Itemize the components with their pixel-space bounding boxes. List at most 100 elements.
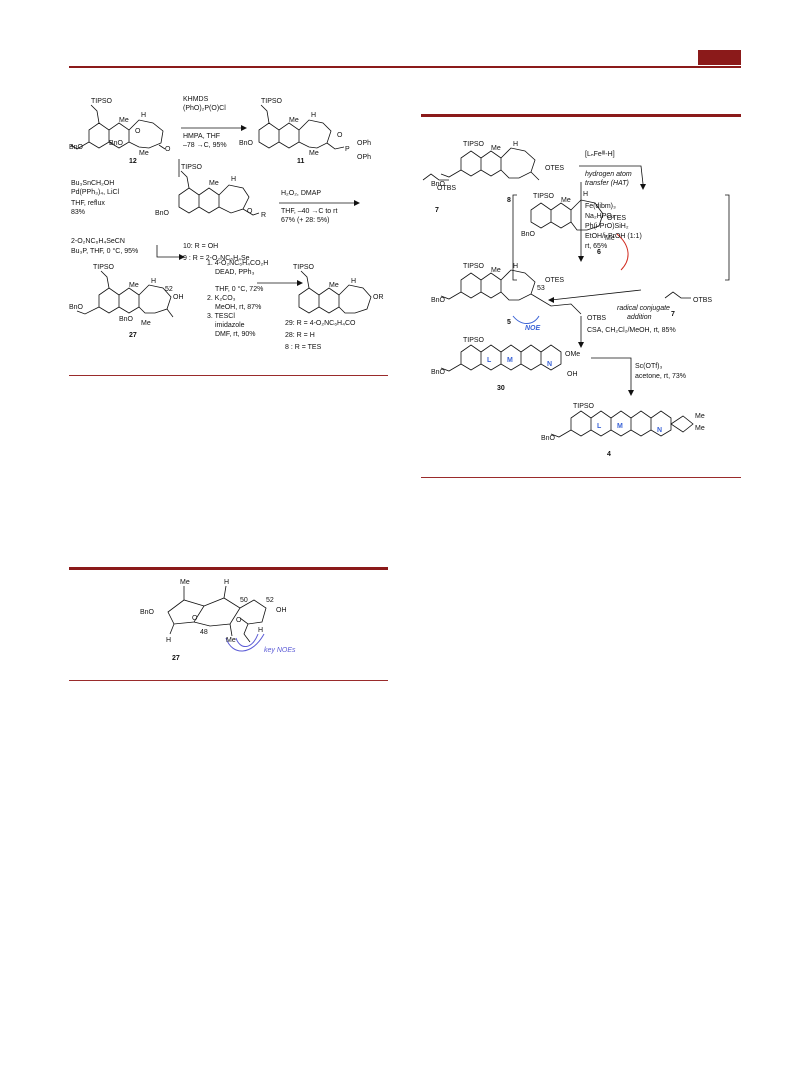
reagent-line: EtOH/i-PrOH (1:1) [585,233,642,240]
bno-label-6: BnO [521,231,536,238]
otes-label-5: OTES [545,277,564,284]
compound-7-label: 7 [435,207,439,214]
p-label-11: P [345,146,350,153]
compound-9-label: 9 : R = 2-O₂NC₆H₄Se [183,255,250,262]
me-label-27b: Me [141,320,151,327]
or-label: OR [373,294,384,301]
ring-m-label: M [507,357,513,364]
me-label-6b: Me [605,235,615,242]
left-scheme-bottom-rule [69,375,388,376]
otes-label-6: OTES [607,215,626,222]
o-label-12b: O [165,146,171,153]
bno-label-5: BnO [431,297,446,304]
compound-7b-label: 7 [671,311,675,318]
compound-4-label: 4 [607,451,611,458]
reagent-line: H₂O₂, DMAP [281,190,321,197]
c53-label: 53 [537,285,545,292]
tipso-label-30: TIPSO [463,337,485,344]
oph-label-2: OPh [357,154,371,161]
sc-reagent-2: acetone, rt, 73% [635,373,686,380]
reagent-line: Bu₃SnCH₂OH [71,180,114,187]
reagent-line: HMPA, THF [183,133,220,140]
noe-figure-top-rule [69,567,388,570]
bno-label-30: BnO [431,369,446,376]
otes-label-8: OTES [545,165,564,172]
h-label-6: H [583,191,588,198]
compound-29-label: 29: R = 4-O₂NC₆H₄CO [285,320,356,327]
otbs-label-7b: OTBS [693,297,712,304]
me-label-6: Me [561,197,571,204]
reagent-line: Pd(PPh₃)₄, LiCl [71,189,120,196]
key-noes-label: key NOEs [264,647,296,654]
ring-n-label: N [547,361,552,368]
noe-figure-bottom-rule [69,680,388,681]
compound-27-noe-label: 27 [172,655,180,662]
otbs-label-5: OTBS [587,315,606,322]
me-label-mid: Me [209,180,219,187]
me-label-noe-b: Me [226,637,236,644]
compound-12-label: 12 [129,158,137,165]
me-label-prod: Me [329,282,339,289]
compound-10-label: 10: R = OH [183,243,218,250]
me-label-12: Me [119,117,129,124]
h-label-12: H [141,112,146,119]
tipso-label-11: TIPSO [261,98,283,105]
reagent-line: DMF, rt, 90% [215,331,255,338]
o-label-mid: O [247,208,253,215]
tipso-label-mid: TIPSO [181,164,203,171]
me-label-12b: Me [139,150,149,157]
h-label-prod: H [351,278,356,285]
reagent-line: rt, 65% [585,243,607,250]
h-label-mid: H [231,176,236,183]
reagent-line: THF, reflux [71,200,105,207]
key-noe-arrow-2 [235,633,259,647]
header-rule [69,66,741,68]
tipso-label-5: TIPSO [463,263,485,270]
reagent-line: imidazole [215,322,245,329]
rca-label-2: addition [627,314,652,321]
csa-reagent: CSA, CH₂Cl₂/MeOH, rt, 85% [587,327,676,334]
reagent-line: Na₂HPO₄ [585,213,615,220]
reagent-line: Bu₃P, THF, 0 °C, 95% [71,247,138,255]
fe-hydride-label: [LₙFeᴵᴵᴵ-H] [585,151,615,158]
h-label-11: H [311,112,316,119]
me-label-5: Me [491,267,501,274]
compound-8-label: 8 : R = TES [285,344,322,351]
me-label-noe: Me [180,579,190,586]
compound-6-label: 6 [597,249,601,256]
ring-l-label: L [487,357,492,364]
right-scheme-bottom-rule [421,477,741,478]
compound-11-label: 11 [297,158,305,165]
ring-m-label-4: M [617,423,623,430]
reagent-line: 2-O₂NC₆H₄SeCN [71,238,125,245]
bno-label-8: BnO [431,181,446,188]
right-scheme-top-rule [421,114,741,117]
hat-label-2: transfer (HAT) [585,180,629,187]
reagent-line: 3. TESCl [207,313,235,320]
reagent-line: 1. 4-O₂NC₆H₄CO₂H [207,260,268,267]
reagent-line: Fe(dibm)₃ [585,203,616,210]
tipso-label-prod: TIPSO [293,264,315,271]
c52-label-noe: 52 [266,597,274,604]
reagent-line: Ph(i-PrO)SiH₂ [585,223,629,230]
me-label-4b: Me [695,425,705,432]
h-label-noe-b: H [166,637,171,644]
reagent-line: DEAD, PPh₃ [215,269,255,276]
compound-30-label: 30 [497,385,505,392]
h-label-27: H [151,278,156,285]
bno-label-4: BnO [541,435,556,442]
me-label-4: Me [695,413,705,420]
reagent-line: 67% (+ 28: 5%) [281,217,329,224]
ring-l-label-4: L [597,423,602,430]
bno-label-27: BnO [69,304,84,311]
right-synthesis-scheme: TIPSO BnO Me H OTES 8 [LₙFeᴵᴵᴵ-H] hydrog… [422,141,730,458]
c48-label: 48 [200,629,208,636]
o-label-11: O [337,132,343,139]
noe-label: NOE [525,325,541,332]
oh-label-30: OH [567,371,578,378]
left-synthesis-scheme: TIPSO BnO BnO Me H O O Me 12 KHMDS (PhO)… [69,96,384,351]
oph-label-1: OPh [357,140,371,147]
bno-label-noe: BnO [140,609,155,616]
h-label-5: H [513,263,518,270]
bno-label-27b: BnO [119,316,134,323]
